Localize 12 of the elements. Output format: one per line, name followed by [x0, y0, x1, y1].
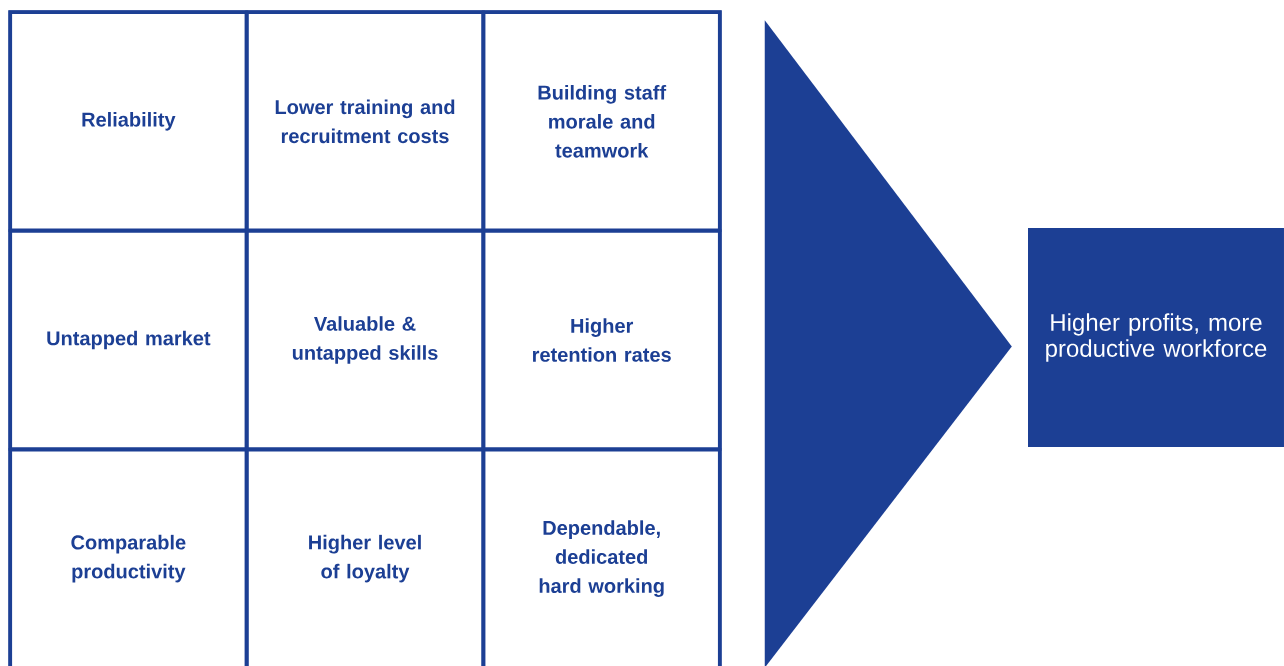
grid-frame [8, 10, 722, 666]
grid-cell: Valuable & untapped skills [245, 229, 485, 451]
grid-cell: Higher retention rates [481, 229, 722, 451]
grid-cell: Comparable productivity [8, 447, 249, 666]
grid-cell: Building staff morale and teamwork [481, 10, 722, 233]
grid-cell: Dependable, dedicated hard working [481, 447, 722, 666]
chevron-arrow [764, 20, 1012, 666]
result-box: Higher profits, more productive workforce [1028, 228, 1284, 447]
grid-cell: Reliability [8, 10, 249, 233]
grid-cell: Higher level of loyalty [245, 447, 485, 666]
grid-cell: Lower training and recruitment costs [245, 10, 485, 233]
grid-cell: Untapped market [8, 229, 249, 451]
